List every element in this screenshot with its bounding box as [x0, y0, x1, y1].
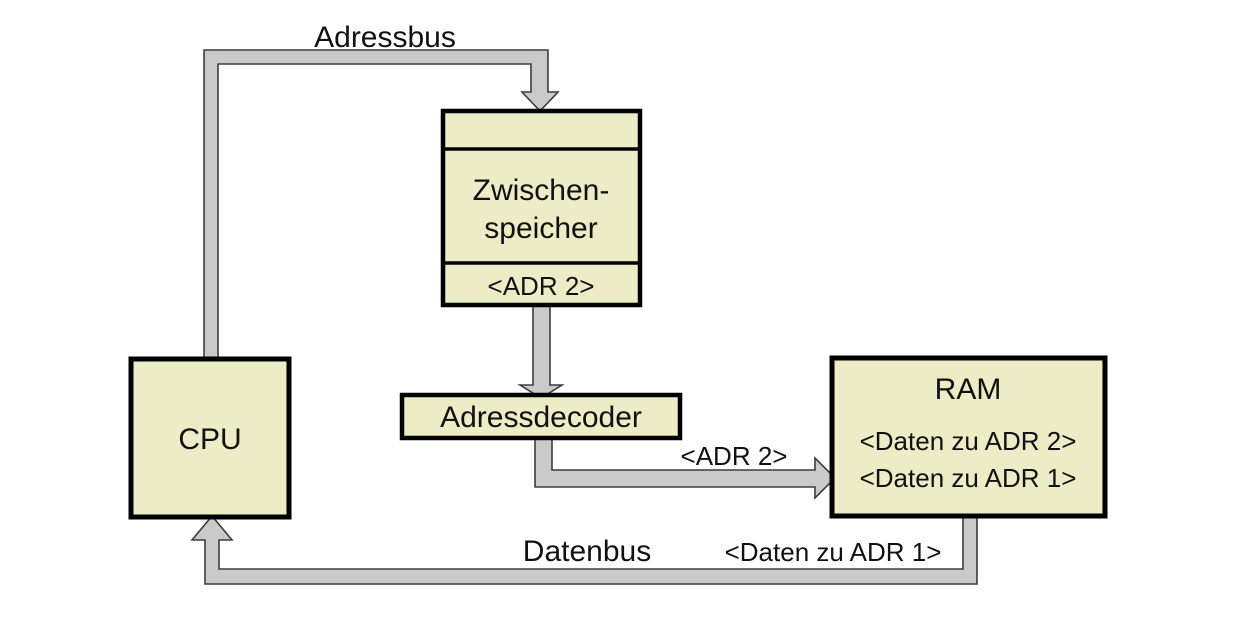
zwischenspeicher-box: [440, 108, 643, 308]
ram-content-row-1: <Daten zu ADR 2>: [860, 426, 1077, 456]
adressdecoder-box: [399, 392, 683, 441]
adressbus-pipe-cpu-to-zwischenspeicher: [203, 49, 560, 361]
zwischenspeicher-label-line2: speicher: [484, 212, 597, 245]
adr2-bus-annotation: <ADR 2>: [681, 441, 788, 471]
cpu-box: [128, 356, 292, 520]
adressdecoder-label: Adressdecoder: [440, 401, 642, 434]
bus-pipe-zwischenspeicher-to-adressdecoder: [517, 302, 565, 399]
cpu-label: CPU: [178, 423, 241, 456]
bus-pipe-adressdecoder-to-ram: [534, 435, 837, 500]
adressbus-label: Adressbus: [314, 21, 456, 54]
ram-title: RAM: [935, 373, 1002, 406]
ram-content-row-2: <Daten zu ADR 1>: [860, 463, 1077, 493]
ram-box: [829, 355, 1108, 519]
zwischenspeicher-register-value: <ADR 2>: [488, 271, 595, 301]
datenbus-pipe-ram-to-cpu: [190, 511, 978, 585]
zwischenspeicher-label-line1: Zwischen-: [473, 174, 610, 207]
datenbus-label: Datenbus: [523, 535, 651, 568]
daten-zu-adr1-bus-annotation: <Daten zu ADR 1>: [725, 537, 942, 567]
